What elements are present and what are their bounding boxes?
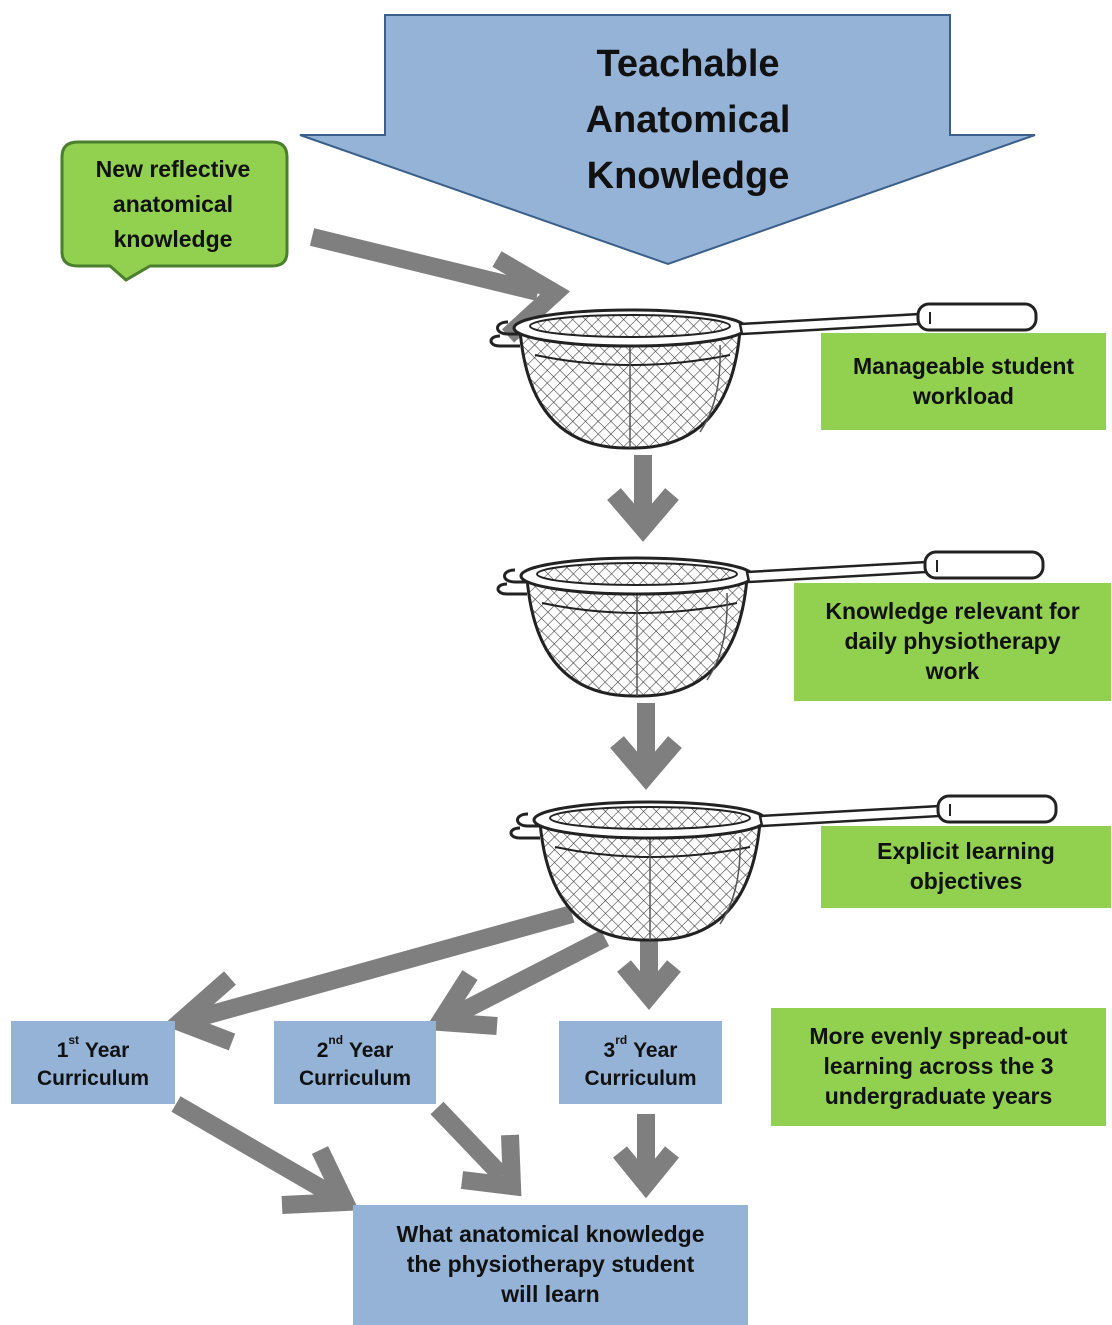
- outcome-box: What anatomical knowledge the physiother…: [353, 1205, 748, 1325]
- main-title-line: Knowledge: [586, 155, 790, 197]
- spread-note-line: undergraduate years: [824, 1082, 1053, 1109]
- outcome-line: What anatomical knowledge: [396, 1221, 705, 1248]
- spread-note: More evenly spread-out learning across t…: [771, 1008, 1106, 1126]
- main-title-line: Anatomical: [585, 99, 791, 141]
- year-suffix: st: [68, 1033, 80, 1048]
- curriculum-label: Curriculum: [36, 1066, 149, 1090]
- curriculum-box-year-2: 2nd Year Curriculum: [274, 1021, 436, 1104]
- curriculum-box-year-3: 3rd Year Curriculum: [559, 1021, 722, 1104]
- spread-note-line: learning across the 3: [823, 1053, 1054, 1080]
- gray-arrow: [460, 1134, 522, 1197]
- gray-arrow: [448, 929, 610, 1025]
- curriculum-label: Curriculum: [584, 1066, 697, 1090]
- gray-arrow: [613, 1146, 679, 1199]
- gray-arrow: [171, 1096, 343, 1206]
- filter-line: daily physiotherapy: [844, 628, 1061, 655]
- outcome-line: will learn: [501, 1280, 600, 1307]
- gray-arrow: [617, 960, 681, 1011]
- filter-label-workload: Manageable student workload: [821, 333, 1106, 430]
- gray-arrow: [281, 1146, 359, 1214]
- gray-arrow: [162, 971, 236, 1051]
- filter-line: work: [925, 657, 980, 684]
- filter-line: workload: [913, 382, 1014, 409]
- filter-line: Explicit learning: [877, 838, 1055, 865]
- filter-line: Manageable student: [852, 352, 1075, 379]
- gray-arrow: [430, 1101, 509, 1183]
- gray-arrow: [424, 970, 498, 1035]
- year-word: Year: [348, 1039, 394, 1063]
- gray-arrow: [309, 228, 541, 301]
- year-suffix: rd: [615, 1033, 628, 1048]
- filter-label-objectives: Explicit learning objectives: [821, 826, 1111, 908]
- curriculum-label: Curriculum: [298, 1066, 411, 1090]
- callout-bubble: [60, 140, 289, 282]
- spread-note-line: More evenly spread-out: [809, 1023, 1068, 1050]
- year-word: Year: [633, 1039, 678, 1063]
- year-number: 1: [56, 1039, 69, 1063]
- year-number: 2: [316, 1039, 329, 1063]
- gray-arrow: [187, 905, 575, 1029]
- main-title: Teachable Anatomical Knowledge: [538, 36, 838, 204]
- gray-arrow: [610, 736, 682, 790]
- down-arrow-shape: [299, 14, 1036, 266]
- gray-arrow: [607, 488, 679, 542]
- callout-text: New reflective anatomical knowledge: [70, 152, 276, 257]
- outcome-line: the physiotherapy student: [406, 1251, 695, 1278]
- callout-line: knowledge: [113, 226, 233, 252]
- callout-line: anatomical: [112, 191, 234, 217]
- filter-line: Knowledge relevant for: [825, 598, 1080, 625]
- main-title-line: Teachable: [596, 43, 780, 85]
- year-word: Year: [84, 1039, 130, 1063]
- filter-line: objectives: [909, 868, 1023, 894]
- callout-line: New reflective: [95, 156, 251, 182]
- curriculum-box-year-1: 1st Year Curriculum: [11, 1021, 175, 1104]
- year-suffix: nd: [328, 1033, 344, 1048]
- filter-label-relevance: Knowledge relevant for daily physiothera…: [794, 583, 1111, 701]
- arrows: [162, 228, 682, 1214]
- year-number: 3: [603, 1039, 616, 1063]
